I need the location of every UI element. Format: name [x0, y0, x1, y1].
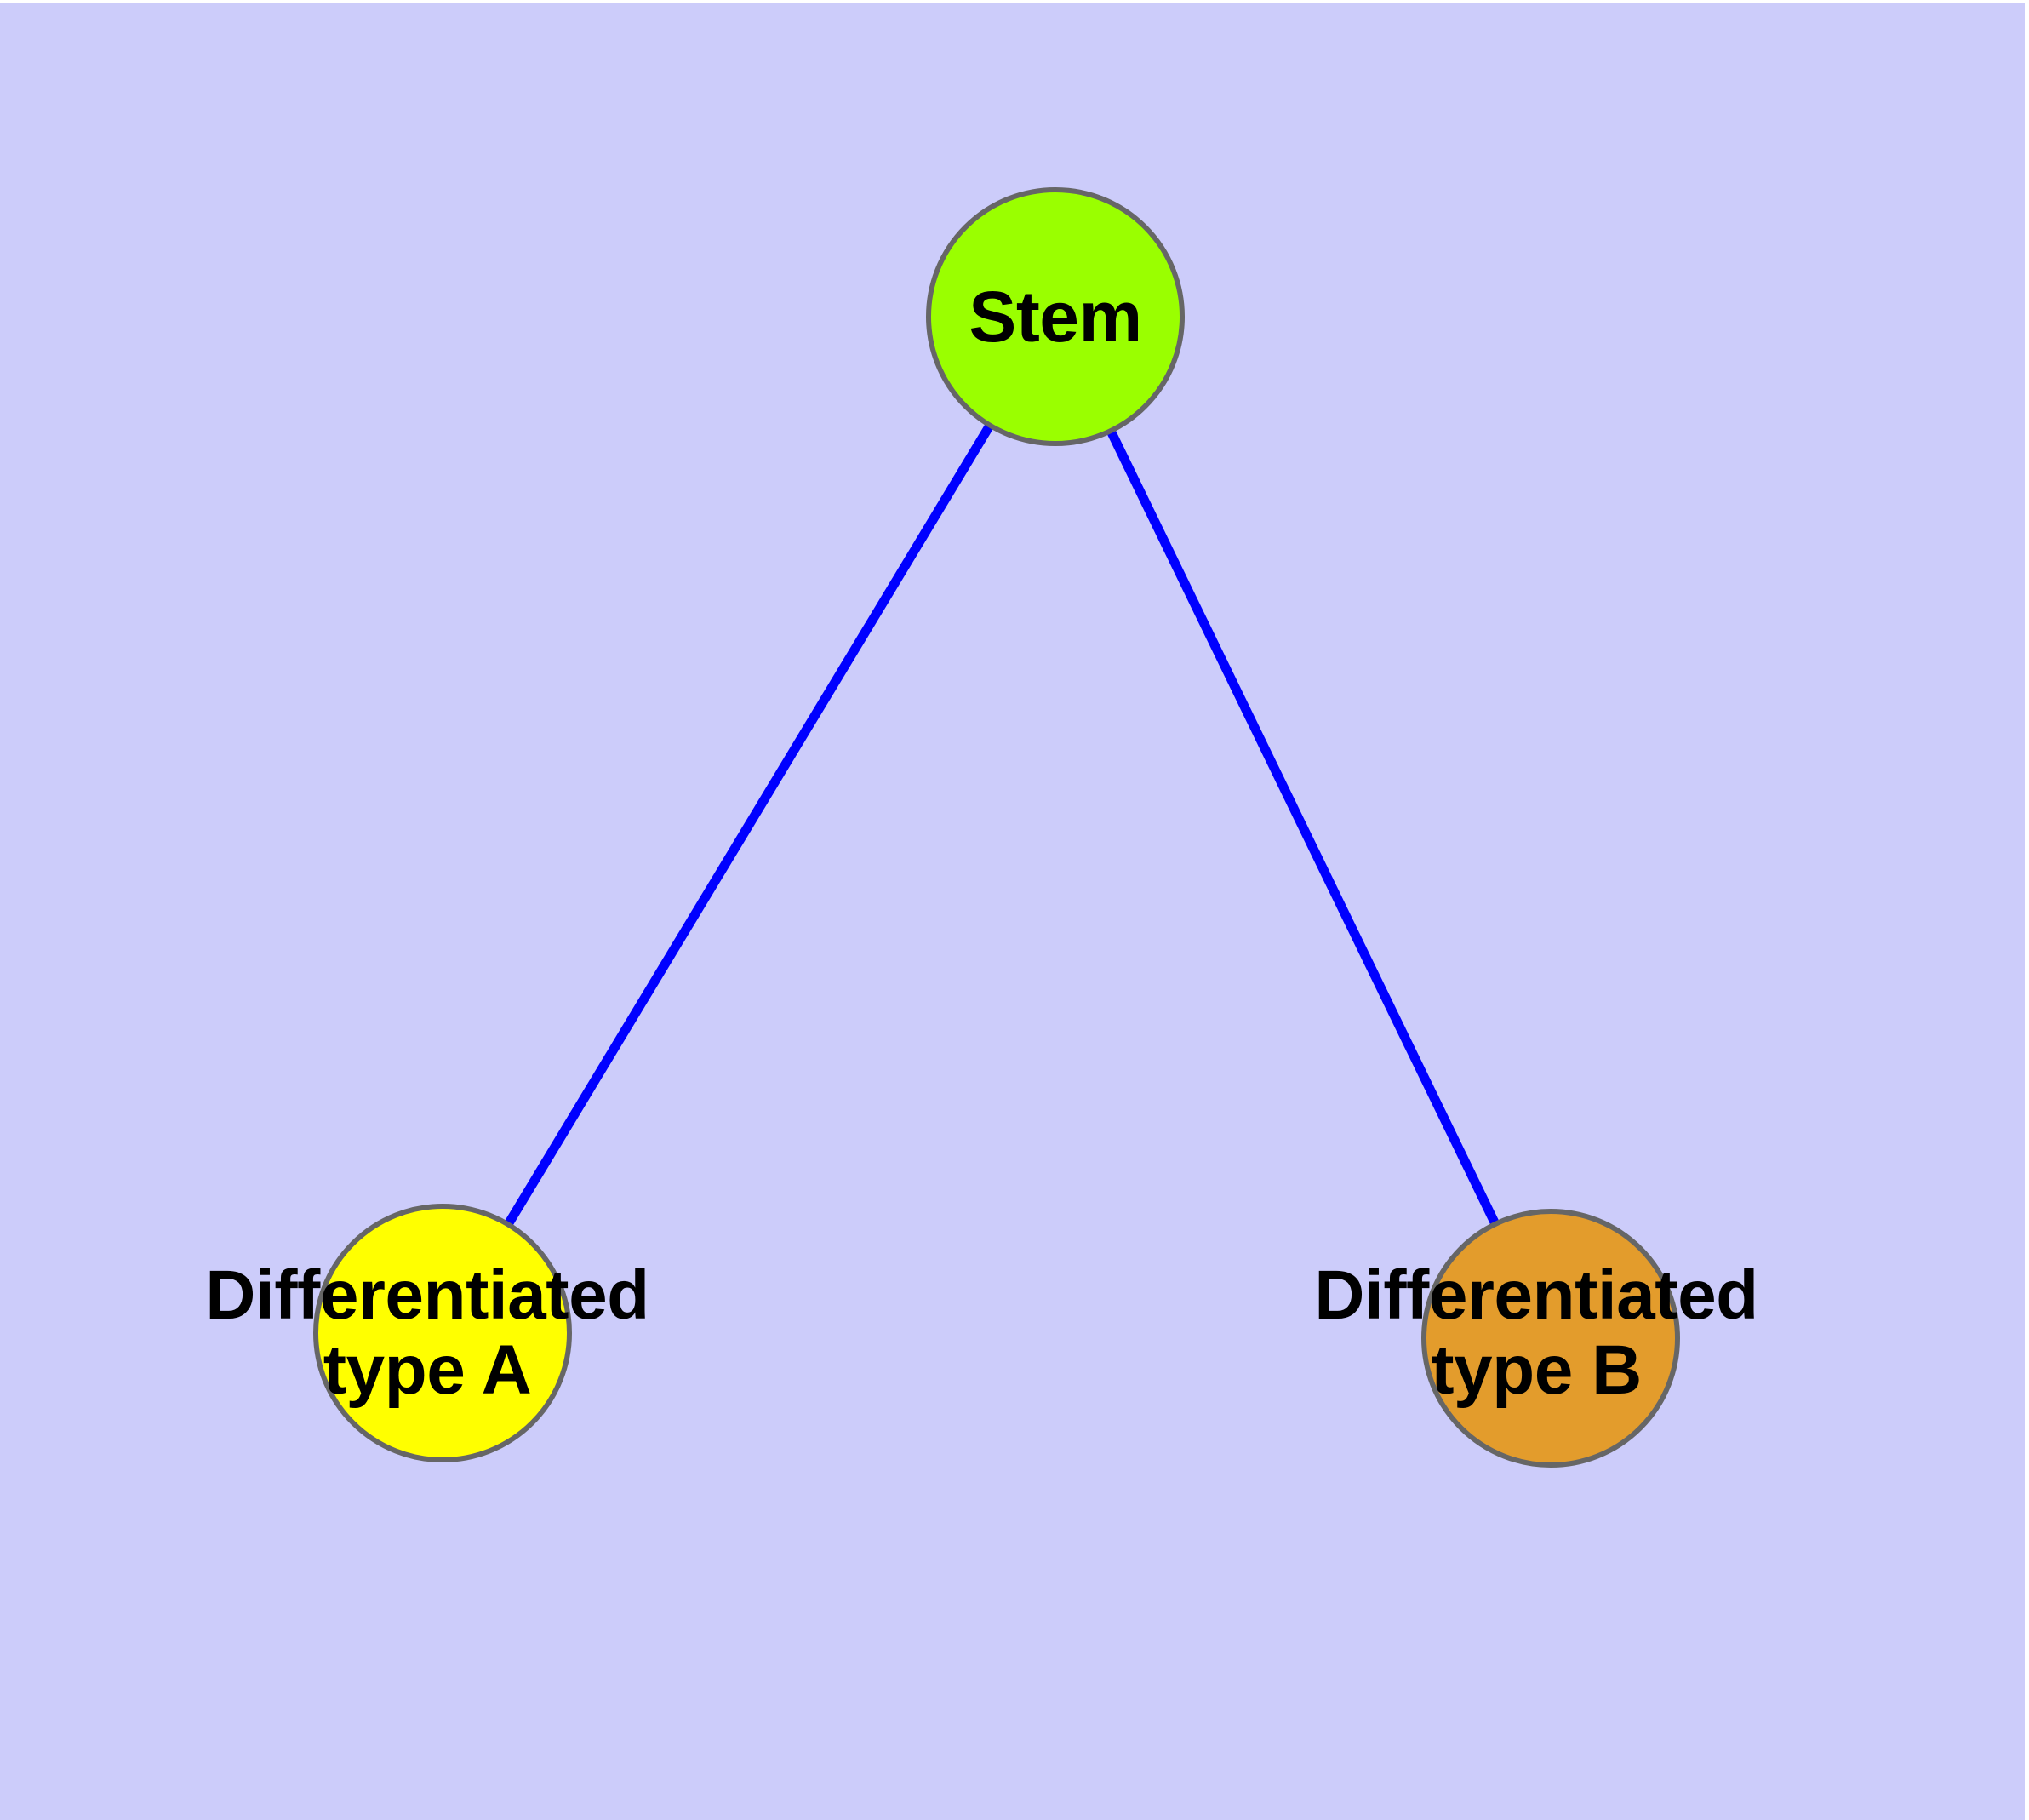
node-differentiated-type-a[interactable] — [313, 1204, 572, 1462]
node-layer — [313, 187, 1680, 1468]
edge-stem-to-differentiated-type-a — [438, 314, 1060, 1336]
node-differentiated-type-b[interactable] — [1421, 1209, 1680, 1468]
node-stem[interactable] — [926, 187, 1185, 446]
edge-stem-to-differentiated-type-b — [1051, 314, 1555, 1341]
edge-layer — [438, 314, 1555, 1341]
